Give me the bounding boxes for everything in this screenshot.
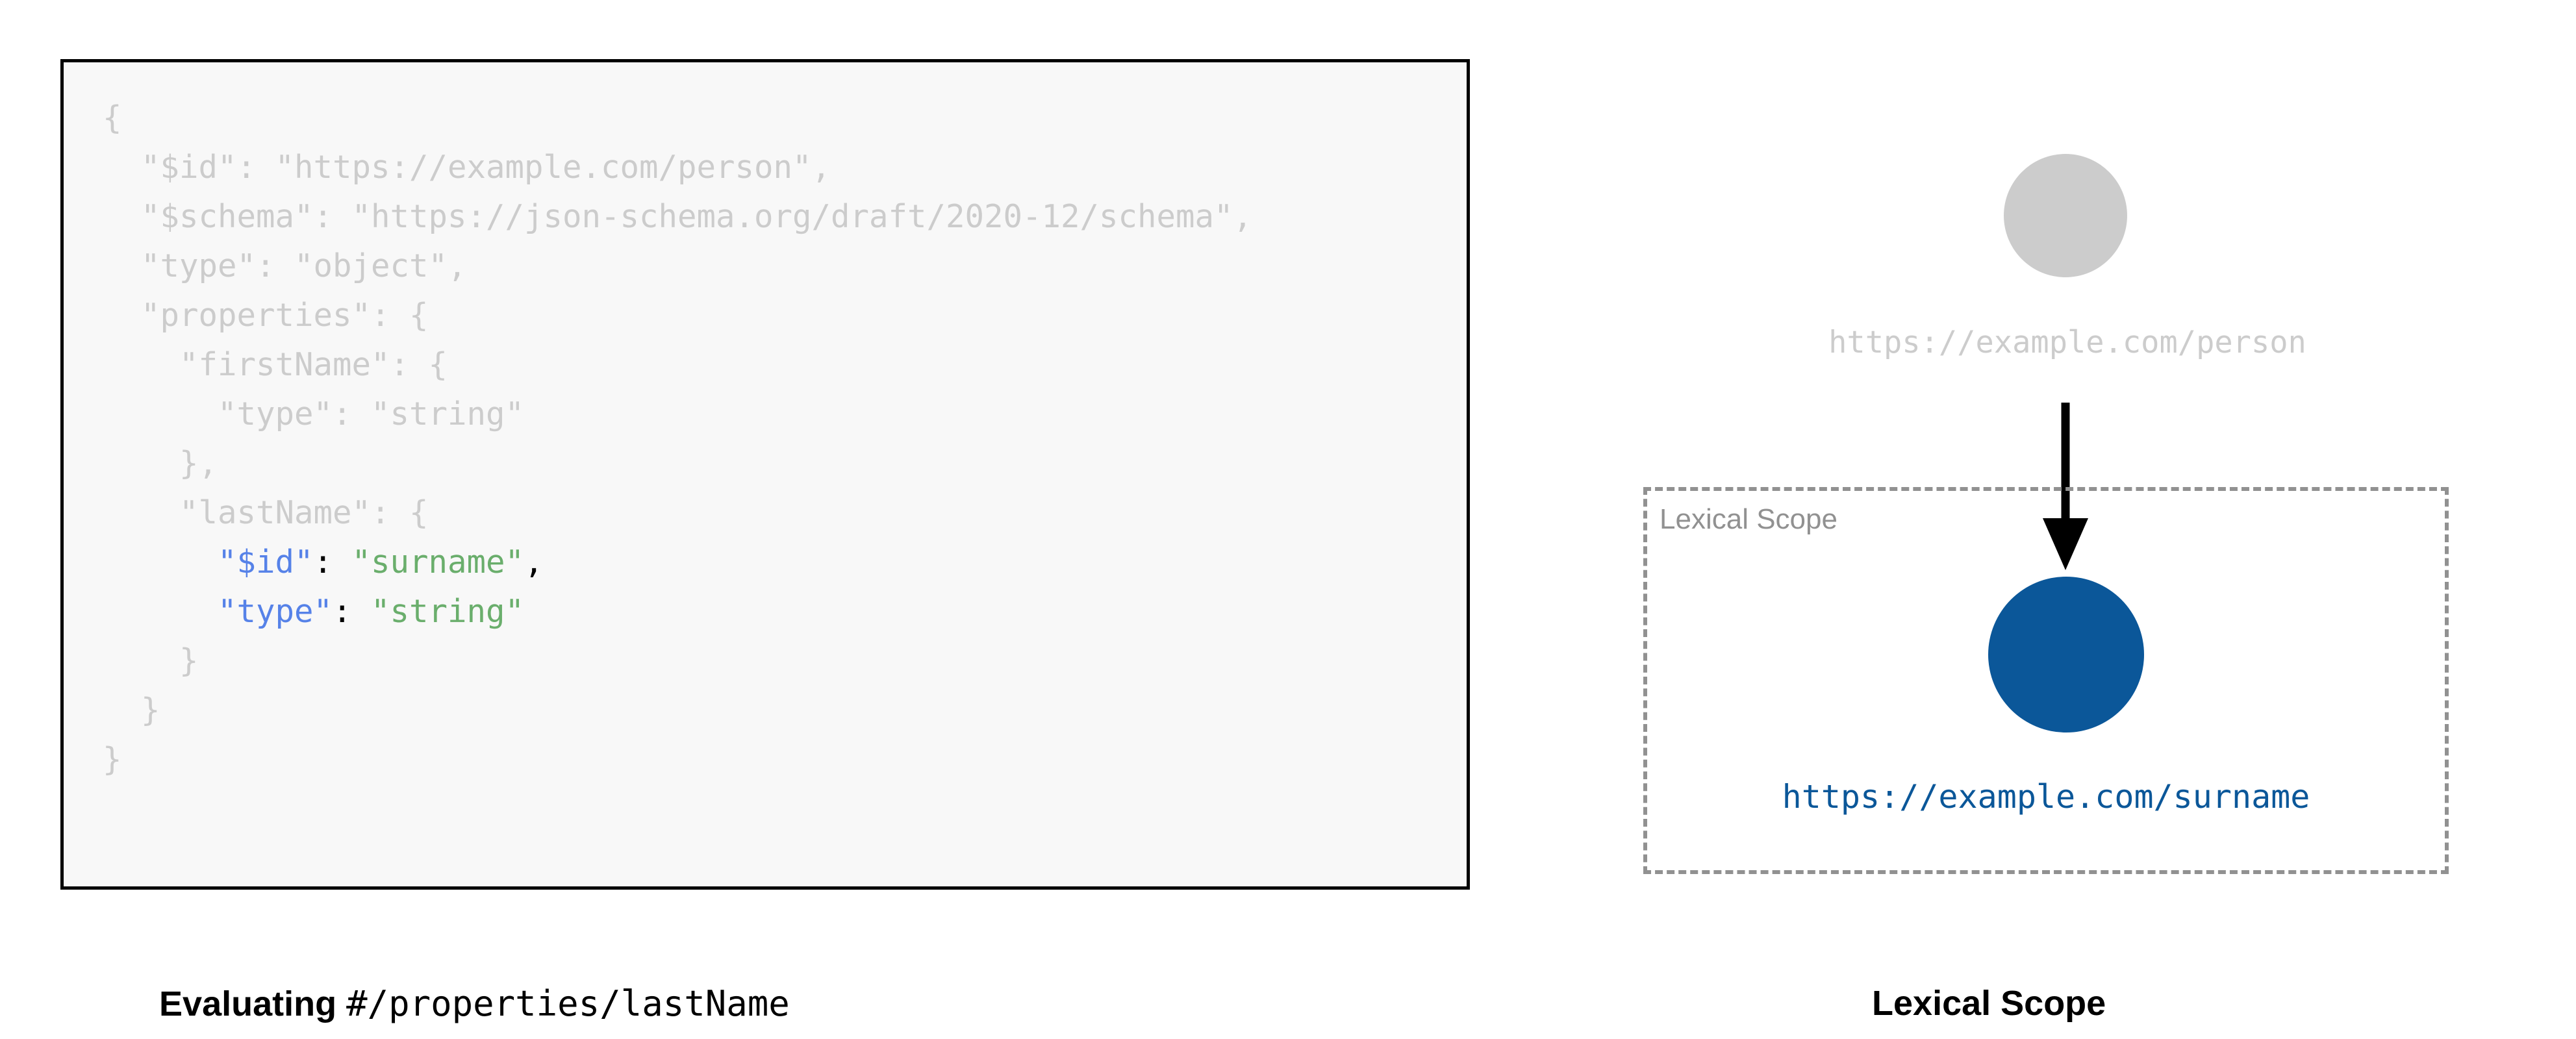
down-arrow-icon: [2043, 403, 2088, 570]
code-line: }: [103, 686, 1252, 735]
code-token: "type": [218, 593, 333, 630]
code-token: }: [141, 692, 160, 729]
code-token: "lastName": {: [179, 494, 429, 531]
left-caption-pointer: #/properties/lastName: [346, 983, 790, 1024]
node-surname-label: https://example.com/surname: [1782, 778, 2310, 816]
code-token: {: [103, 99, 122, 136]
code-listing: { "$id": "https://example.com/person", "…: [103, 94, 1252, 784]
code-token: "$schema": "https://json-schema.org/draf…: [141, 198, 1253, 235]
code-token: ,: [524, 544, 544, 581]
code-token: :: [313, 544, 352, 581]
schema-code-panel: { "$id": "https://example.com/person", "…: [60, 59, 1470, 890]
lexical-scope-diagram: https://example.com/person Lexical Scope…: [1559, 0, 2576, 916]
lexical-scope-box: [1643, 487, 2449, 874]
code-line: }: [103, 735, 1252, 784]
code-token: "firstName": {: [179, 346, 448, 383]
code-line: "lastName": {: [103, 488, 1252, 538]
node-surname-circle: [1988, 577, 2144, 732]
right-caption-text: Lexical Scope: [1872, 984, 2106, 1023]
code-line: "firstName": {: [103, 340, 1252, 390]
code-token: :: [333, 593, 372, 630]
code-token: },: [179, 445, 218, 482]
code-line: "type": "string": [103, 390, 1252, 439]
code-token: "$id": [218, 544, 314, 581]
code-line: "type": "string": [103, 587, 1252, 636]
code-line: "$id": "https://example.com/person",: [103, 143, 1252, 192]
code-token: "$id": "https://example.com/person",: [141, 149, 831, 186]
code-token: "string": [371, 593, 525, 630]
code-token: "type": "string": [218, 395, 525, 432]
lexical-scope-box-label: Lexical Scope: [1660, 503, 1837, 535]
code-token: }: [179, 642, 199, 679]
left-caption: Evaluating #/properties/lastName: [140, 943, 790, 1024]
right-caption: Lexical Scope: [1852, 943, 2106, 1023]
node-person-circle: [2004, 154, 2127, 277]
code-line: "type": "object",: [103, 242, 1252, 291]
code-token: "properties": {: [141, 297, 429, 334]
code-line: "$id": "surname",: [103, 538, 1252, 587]
code-line: }: [103, 636, 1252, 686]
node-person-label: https://example.com/person: [1828, 325, 2306, 360]
code-token: "type": "object",: [141, 247, 467, 284]
code-line: "properties": {: [103, 291, 1252, 340]
left-caption-bold: Evaluating: [159, 984, 347, 1023]
code-token: "surname": [351, 544, 525, 581]
code-line: "$schema": "https://json-schema.org/draf…: [103, 192, 1252, 242]
code-line: {: [103, 94, 1252, 143]
code-token: }: [103, 741, 122, 778]
code-line: },: [103, 439, 1252, 488]
